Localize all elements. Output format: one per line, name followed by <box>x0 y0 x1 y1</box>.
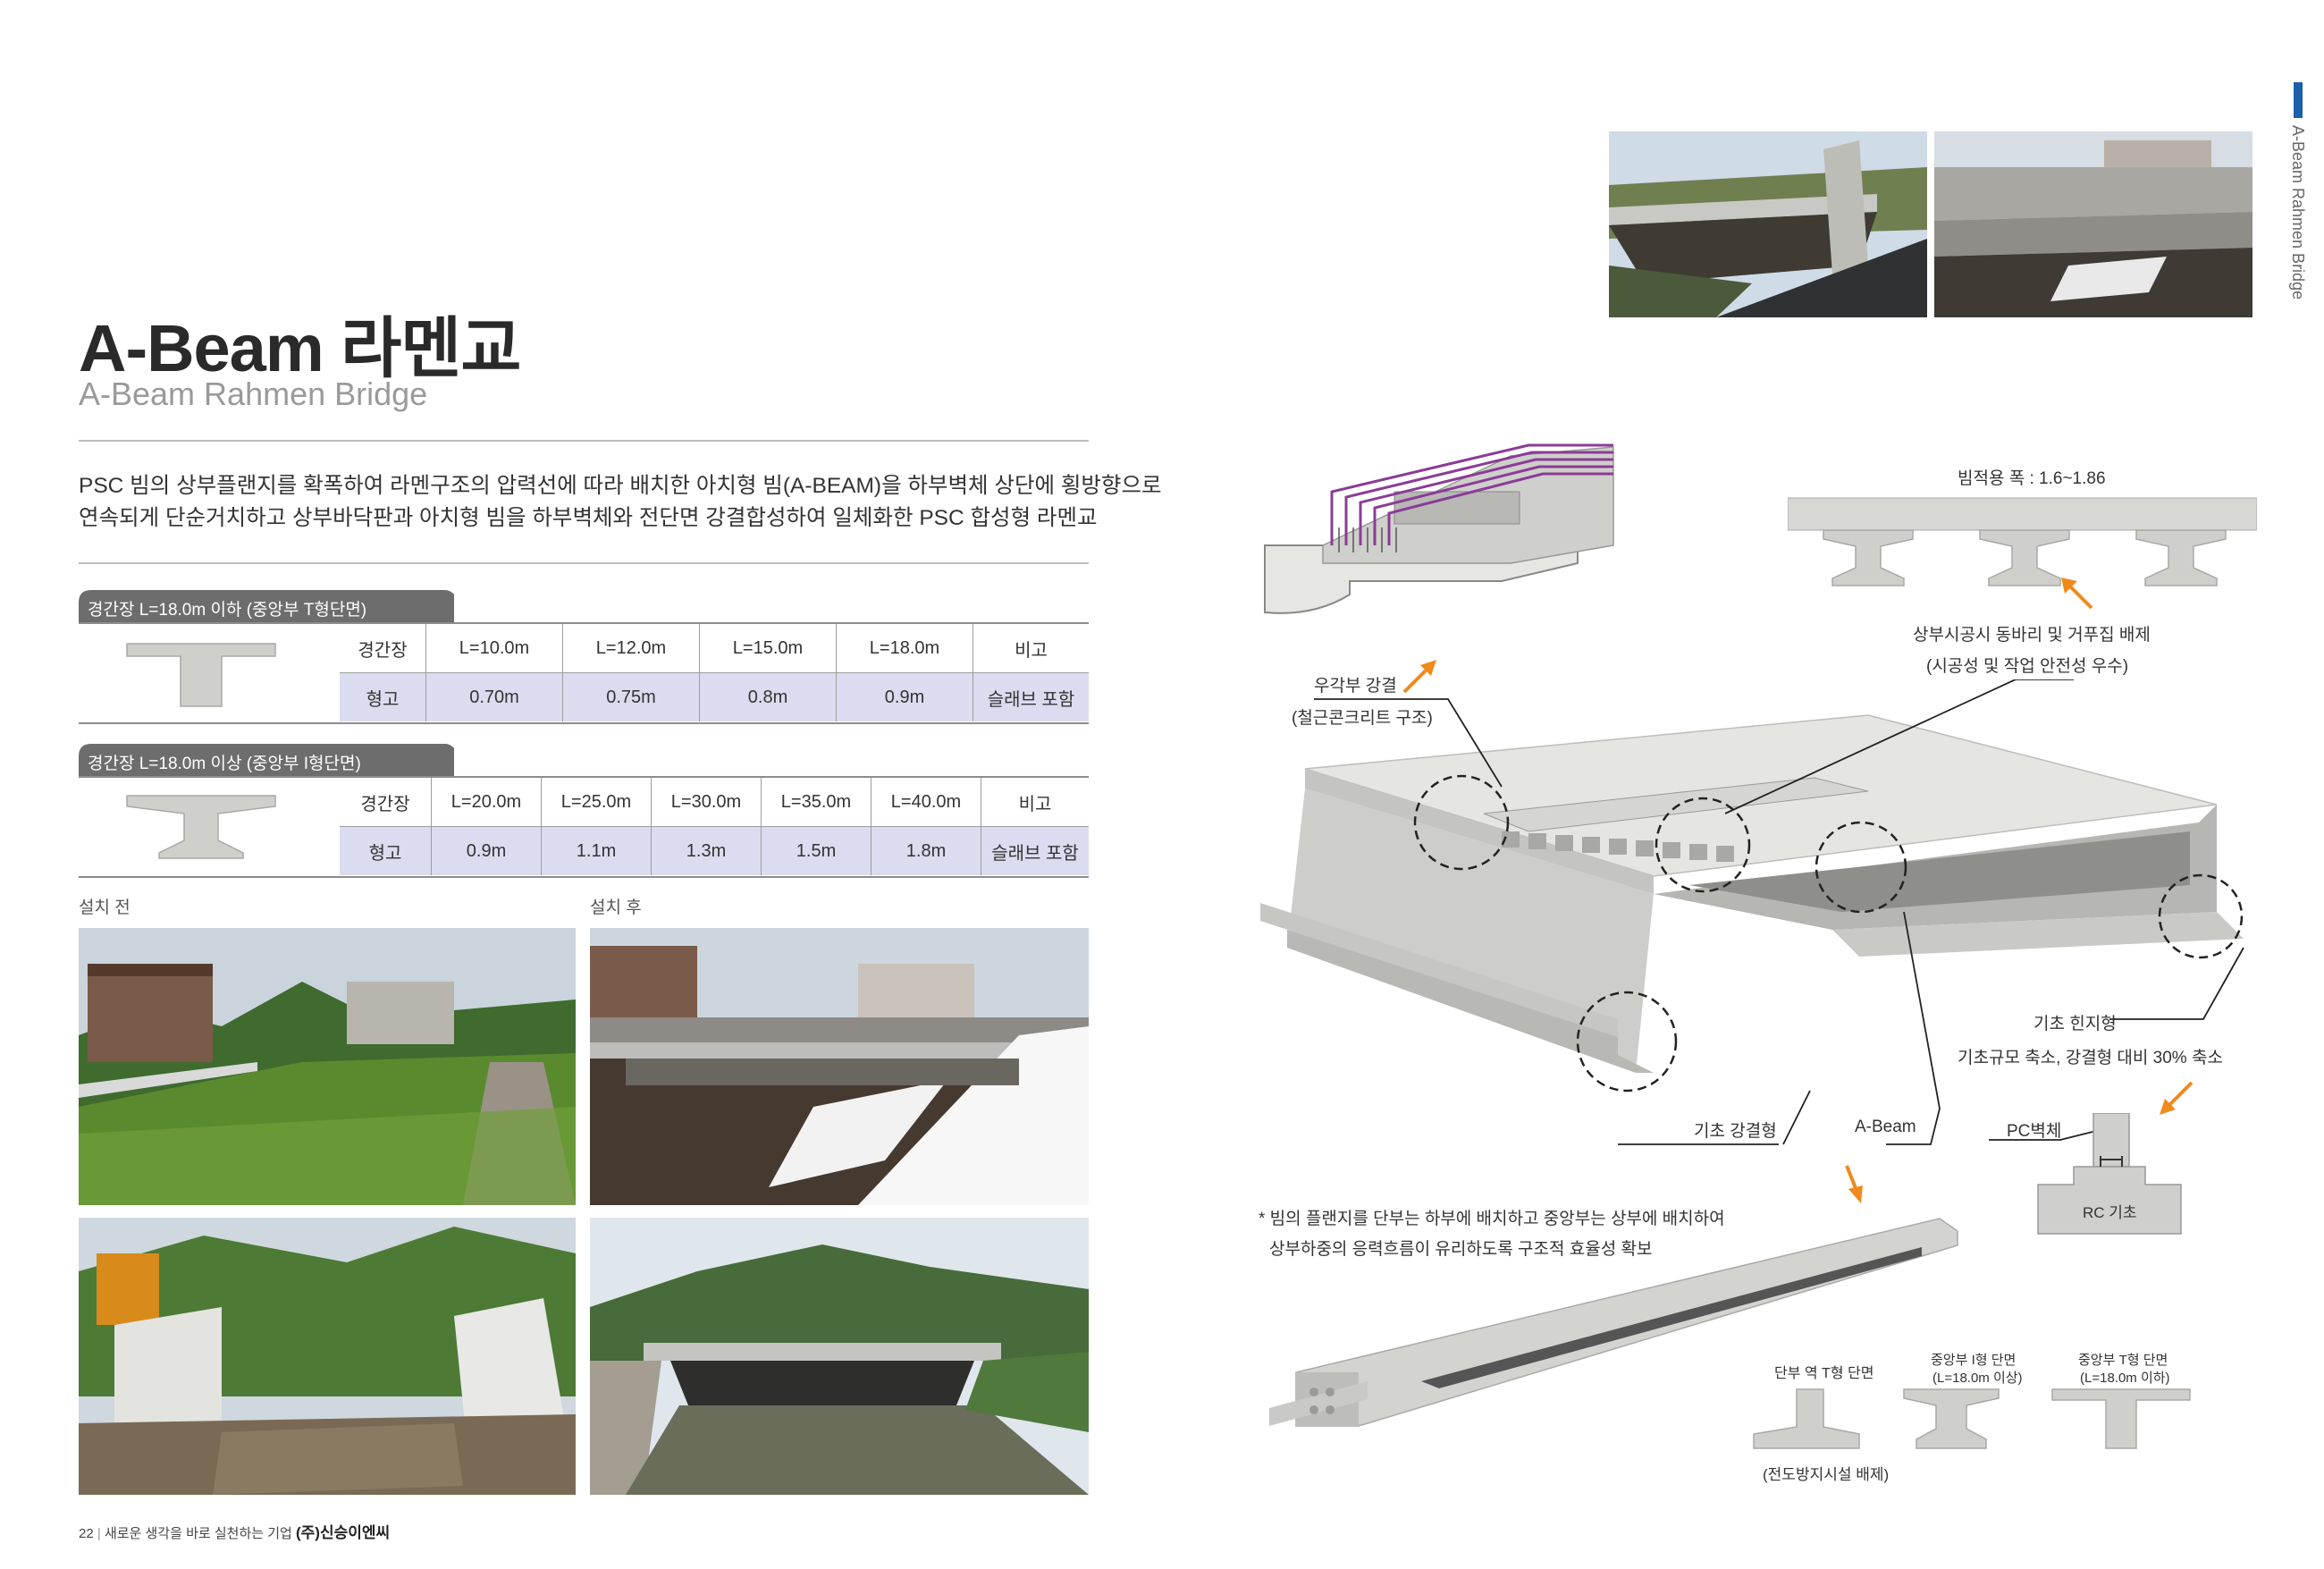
table1-tab-label: 경간장 L=18.0m 이하 (중앙부 T형단면) <box>88 601 367 620</box>
description: PSC 빔의 상부플랜지를 확폭하여 라멘구조의 압력선에 따라 배치한 아치형… <box>79 470 1162 535</box>
photo-before-2 <box>79 1218 576 1495</box>
after-label: 설치 후 <box>590 898 642 917</box>
table2-header-height: 형고 <box>340 826 432 875</box>
table1-bottom-rule <box>79 722 1089 724</box>
t-section-icon <box>126 643 276 707</box>
corner-rebar-arrow-icon <box>1402 660 1436 694</box>
section-i-label-2: (L=18.0m 이상) <box>1932 1371 2023 1386</box>
leader-lines <box>1314 679 2244 1145</box>
table2-span-5: L=40.0m <box>871 778 981 827</box>
diagram-note-line-1: * 빔의 플랜지를 단부는 하부에 배치하고 중앙부는 상부에 배치하여 <box>1259 1210 1725 1228</box>
bridge-3d-diagram <box>1260 714 2244 1092</box>
photo-after-2 <box>590 1218 1089 1495</box>
description-line-2: 연속되게 단순거치하고 상부바닥판과 아치형 빔을 하부벽체와 전단면 강결합성… <box>79 506 1098 530</box>
before-label: 설치 전 <box>79 898 131 917</box>
hinge-desc-label: 기초규모 축소, 강결형 대비 30% 축소 <box>1958 1049 2223 1067</box>
side-tab-marker <box>2294 82 2303 118</box>
photo-after-1 <box>590 928 1089 1205</box>
fixed-type-label: 기초 강결형 <box>1694 1122 1777 1141</box>
table1-header-span: 경간장 <box>340 624 426 673</box>
table2-height-1: 0.9m <box>431 826 542 875</box>
upper-work-label: 상부시공시 동바리 및 거푸집 배제 <box>1913 626 2151 645</box>
table2-bottom-rule <box>79 876 1089 878</box>
abeam-single-diagram <box>1269 1218 1958 1427</box>
desc-divider <box>79 562 1089 564</box>
photo-before-1 <box>79 928 576 1205</box>
footer-slogan: 새로운 생각을 바로 실천하는 기업 <box>104 1526 292 1541</box>
footer: 22 | 새로운 생각을 바로 실천하는 기업 (주)신승이엔씨 <box>79 1524 391 1541</box>
title-divider <box>79 440 1089 442</box>
table1-note-header: 비고 <box>973 624 1089 673</box>
section-end-note: (전도방지시설 배제) <box>1763 1466 1890 1483</box>
table2-height-3: 1.3m <box>651 826 762 875</box>
beam-spacing-label: 빔적용 폭 : 1.6~1.86 <box>1958 469 2106 488</box>
table2-height-2: 1.1m <box>541 826 652 875</box>
upper-work-sub-label: (시공성 및 작업 안전성 우수) <box>1926 657 2129 676</box>
section-end-label: 단부 역 T형 단면 <box>1774 1366 1874 1381</box>
table2: 경간장 L=20.0m L=25.0m L=30.0m L=35.0m L=40… <box>340 778 1089 875</box>
pc-wall-leader <box>1989 1130 2097 1141</box>
table2-height-5: 1.8m <box>871 826 981 875</box>
section-shapes <box>1753 1388 2191 1449</box>
table1-height-4: 0.9m <box>836 672 973 721</box>
table1-span-4: L=18.0m <box>836 624 973 673</box>
table2-span-1: L=20.0m <box>431 778 542 827</box>
table1-span-2: L=12.0m <box>562 624 700 673</box>
section-i-label-1: 중앙부 I형 단면 <box>1931 1353 2017 1368</box>
table1-note: 슬래브 포함 <box>973 672 1089 721</box>
rebar-detail-diagram <box>1264 443 1614 614</box>
side-label: A-Beam Rahmen Bridge <box>2289 125 2307 300</box>
photo-top-1 <box>1609 131 1927 317</box>
page-number: 22 <box>79 1526 94 1541</box>
table1-span-3: L=15.0m <box>699 624 837 673</box>
photo-top-2 <box>1934 131 2252 317</box>
table1-top-rule <box>79 622 1089 624</box>
description-line-1: PSC 빔의 상부플랜지를 확폭하여 라멘구조의 압력선에 따라 배치한 아치형… <box>79 474 1162 498</box>
table2-span-2: L=25.0m <box>541 778 652 827</box>
table1-header-height: 형고 <box>340 672 426 721</box>
table2-height-4: 1.5m <box>761 826 872 875</box>
table1-height-2: 0.75m <box>562 672 700 721</box>
abeam-label: A-Beam <box>1855 1118 1916 1136</box>
tab-shape <box>79 744 454 778</box>
table2-header-span: 경간장 <box>340 778 432 827</box>
abeam-arrow-icon <box>1845 1165 1863 1203</box>
tab-shape <box>79 590 454 624</box>
i-section-icon <box>126 795 276 859</box>
hinge-type-label: 기초 힌지형 <box>2034 1015 2117 1033</box>
page-subtitle: A-Beam Rahmen Bridge <box>79 375 428 412</box>
table2-span-4: L=35.0m <box>761 778 872 827</box>
footing-detail-diagram <box>2037 1113 2182 1235</box>
beam-spacing-diagram <box>1788 497 2257 586</box>
page-title: A-Beam 라멘교 <box>79 311 521 385</box>
table1-height-1: 0.70m <box>425 672 563 721</box>
corner-rebar-label: 우각부 강결 <box>1314 677 1397 696</box>
footer-company: (주)신승이엔씨 <box>295 1524 391 1541</box>
section-t-label-1: 중앙부 T형 단면 <box>2078 1353 2168 1368</box>
rc-footing-label: RC 기초 <box>2083 1204 2137 1221</box>
section-t-label-2: (L=18.0m 이하) <box>2080 1371 2170 1386</box>
table1-height-3: 0.8m <box>699 672 837 721</box>
table1-tab: 경간장 L=18.0m 이하 (중앙부 T형단면) <box>79 590 454 624</box>
table2-note: 슬래브 포함 <box>981 826 1089 875</box>
table2-tab-label: 경간장 L=18.0m 이상 (중앙부 I형단면) <box>88 755 361 773</box>
table1: 경간장 L=10.0m L=12.0m L=15.0m L=18.0m 비고 형… <box>340 624 1089 721</box>
table2-top-rule <box>79 776 1089 778</box>
diagram-note-line-2: 상부하중의 응력흐름이 유리하도록 구조적 효율성 확보 <box>1269 1240 1653 1259</box>
table2-note-header: 비고 <box>981 778 1089 827</box>
upper-work-arrow-icon <box>2061 578 2093 610</box>
hinge-arrow-icon <box>2160 1081 2193 1115</box>
pc-wall-label: PC벽체 <box>2007 1122 2062 1141</box>
table2-tab: 경간장 L=18.0m 이상 (중앙부 I형단면) <box>79 744 454 778</box>
table1-span-1: L=10.0m <box>425 624 563 673</box>
corner-rebar-sub-label: (철근콘크리트 구조) <box>1292 709 1433 728</box>
table2-span-3: L=30.0m <box>651 778 762 827</box>
